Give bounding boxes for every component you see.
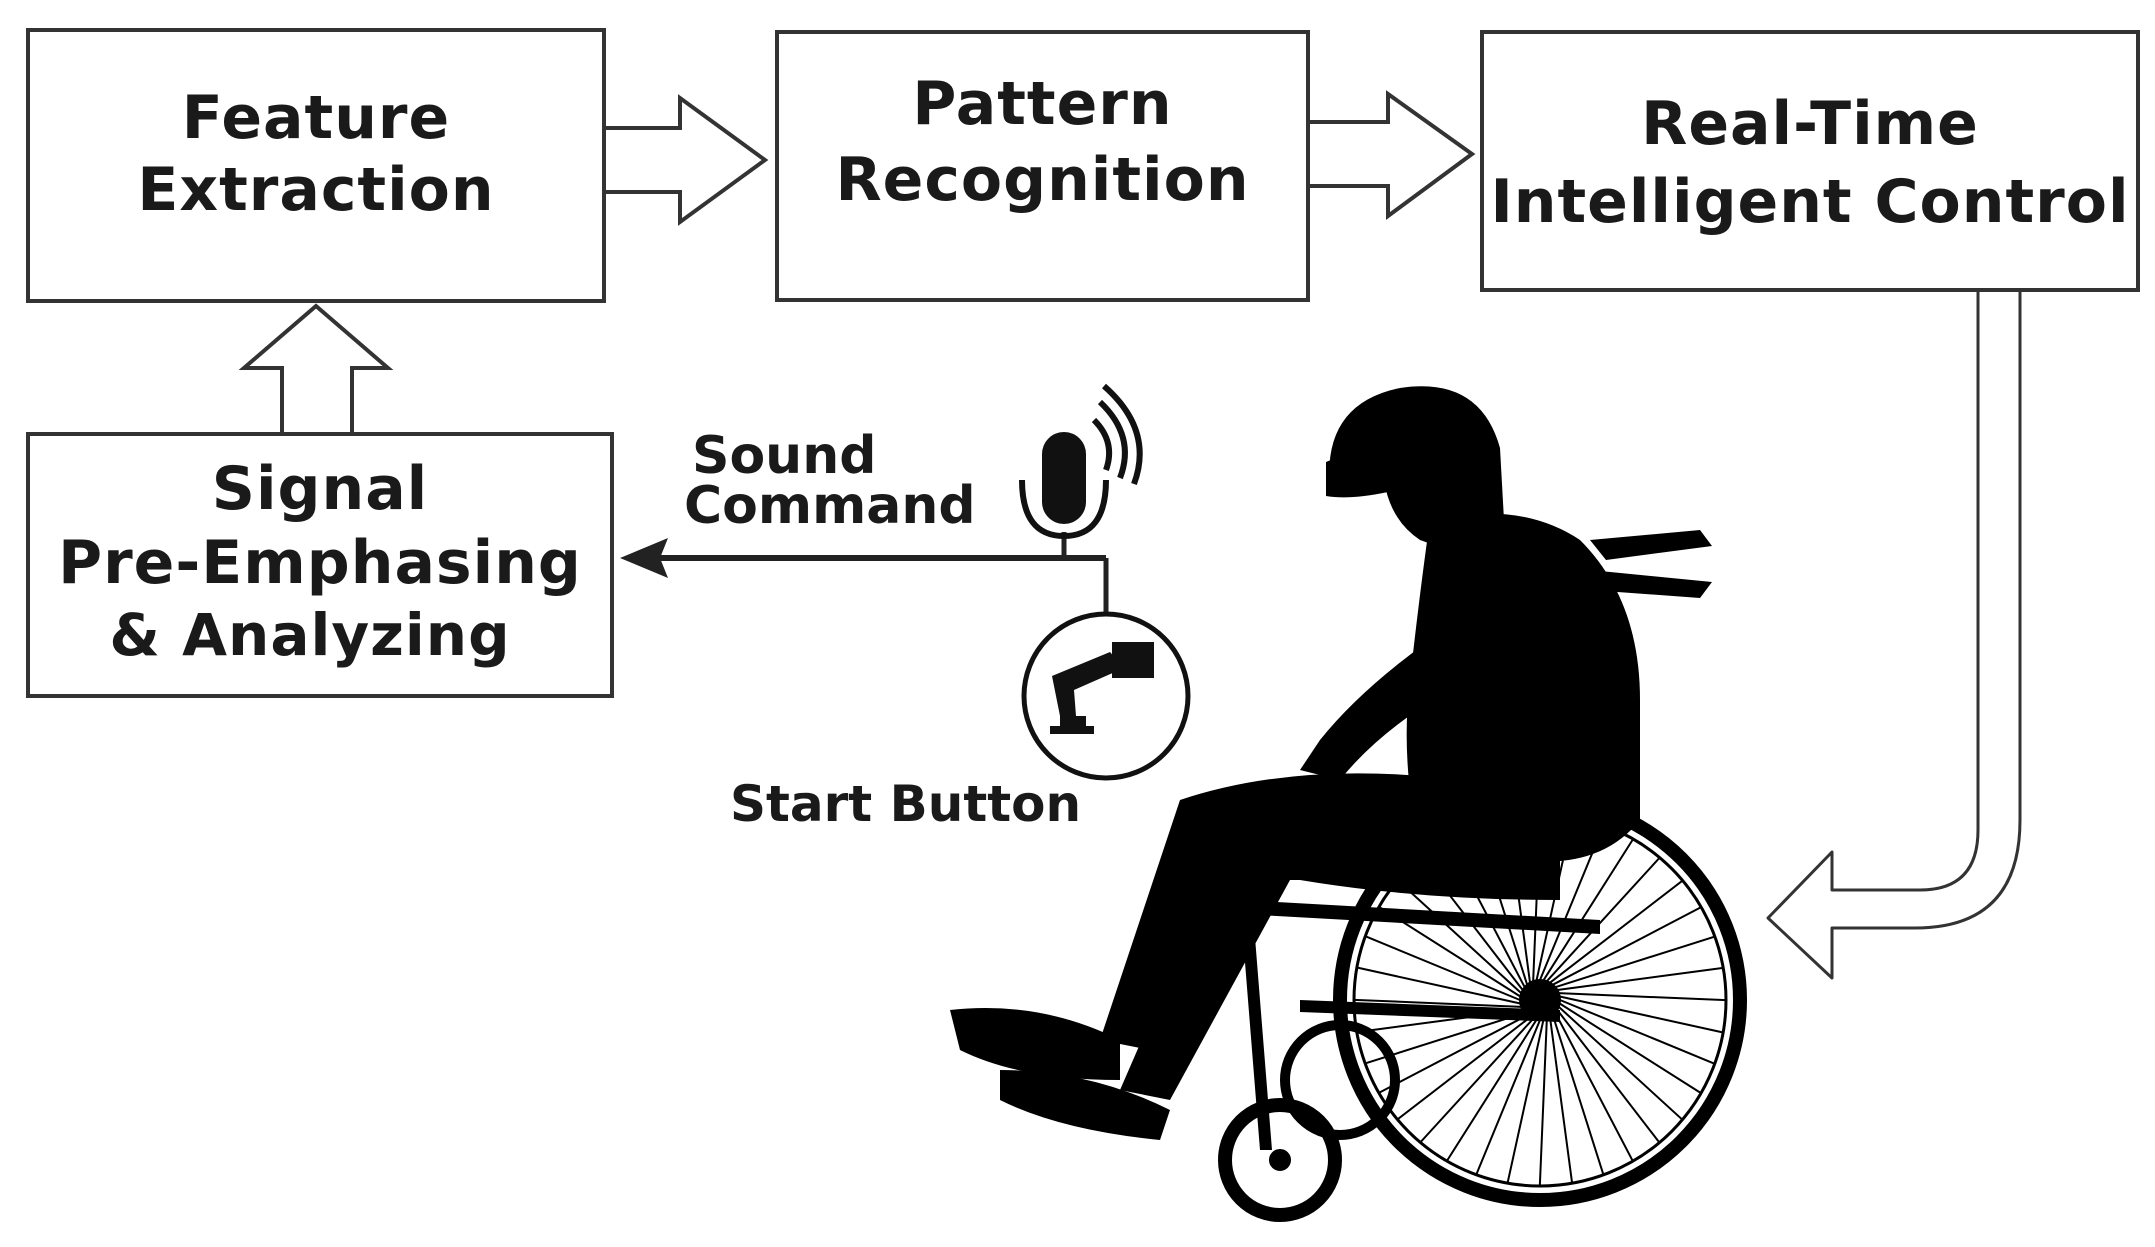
wheel-spoke xyxy=(1356,966,1521,1005)
wheel-spokes xyxy=(1353,813,1727,1187)
realtime-control-box: Real-Time Intelligent Control xyxy=(1480,30,2140,292)
wheel-spoke xyxy=(1506,816,1531,983)
wheel-spoke xyxy=(1419,856,1524,991)
feature-extraction-line1: Feature xyxy=(181,83,451,153)
arrow-control-to-wheelchair xyxy=(1766,292,2022,980)
wheel-spoke xyxy=(1558,992,1727,1002)
pattern-recognition-box: Pattern Recognition xyxy=(775,30,1310,302)
wheel-spoke xyxy=(1532,813,1542,982)
start-button-label: Start Button xyxy=(730,775,1082,833)
wheel-spoke xyxy=(1554,1012,1634,1162)
wheelchair-user-silhouette xyxy=(950,386,1712,1150)
pattern-recognition-line2: Recognition xyxy=(835,145,1250,215)
wheel-spoke xyxy=(1549,1017,1574,1184)
sound-command-arrowhead xyxy=(620,538,668,578)
wheel-spoke xyxy=(1396,1016,1531,1121)
signal-line3: & Analyzing xyxy=(109,601,511,669)
feature-extraction-box: Feature Extraction xyxy=(26,28,606,303)
wheel-spoke xyxy=(1542,838,1634,981)
wheel-spoke xyxy=(1539,824,1605,981)
sound-command-label-line1: Sound xyxy=(692,426,877,486)
wheel-spoke xyxy=(1378,906,1521,998)
wheel-spoke xyxy=(1558,1006,1684,1121)
signal-line2: Pre-Emphasing xyxy=(58,528,582,598)
wheel-spoke xyxy=(1549,879,1684,984)
pattern-recognition-line1: Pattern xyxy=(912,69,1173,139)
wheel-spoke xyxy=(1555,935,1716,989)
realtime-control-line1: Real-Time xyxy=(1641,89,1979,159)
wheel-spoke xyxy=(1419,1018,1534,1144)
signal-preemphasis-box: Signal Pre-Emphasing & Analyzing xyxy=(26,432,614,698)
wheel-spoke xyxy=(1446,838,1526,988)
wheel-spoke xyxy=(1552,906,1702,986)
wheel-spoke xyxy=(1559,1002,1702,1094)
wheel-spoke xyxy=(1556,1009,1661,1144)
wheel-spoke xyxy=(1475,824,1529,985)
wheel-spoke xyxy=(1551,1015,1605,1176)
feature-extraction-line2: Extraction xyxy=(137,155,495,225)
wheel-spoke xyxy=(1559,999,1716,1065)
arrow-pattern-to-control xyxy=(1310,90,1476,220)
signal-line1: Signal xyxy=(211,454,429,524)
wheel-spoke xyxy=(1364,935,1521,1001)
wheel-spoke xyxy=(1557,966,1724,991)
microphone-icon xyxy=(1019,383,1143,540)
wheel-spoke xyxy=(1538,1018,1548,1187)
wheel-spoke xyxy=(1535,816,1574,981)
wheel-spoke xyxy=(1546,856,1661,982)
wheel-spoke xyxy=(1506,1019,1545,1184)
wheel-spoke xyxy=(1364,1011,1525,1065)
wheel-spoke xyxy=(1353,998,1522,1008)
wheel-spoke xyxy=(1475,1019,1541,1176)
realtime-control-line2: Intelligent Control xyxy=(1490,167,2130,237)
wheel-spoke xyxy=(1396,879,1522,994)
arrow-signal-to-feature xyxy=(238,303,394,432)
wheel-spoke xyxy=(1559,995,1724,1034)
wheel-spoke xyxy=(1378,1014,1528,1094)
sound-command-label-line2: Command xyxy=(684,476,976,536)
start-button-icon xyxy=(1021,611,1191,781)
arrow-feature-to-pattern xyxy=(606,94,769,226)
wheel-spoke xyxy=(1356,1009,1523,1034)
wheel-spoke xyxy=(1446,1019,1538,1162)
